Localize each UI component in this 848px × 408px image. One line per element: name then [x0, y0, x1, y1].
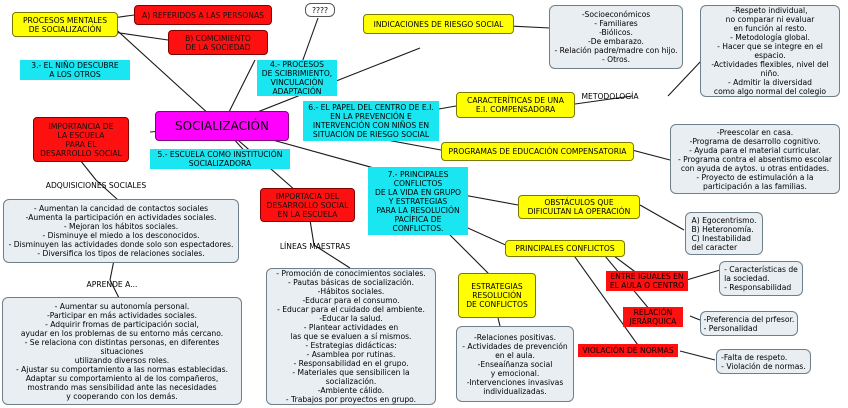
egocentrismo-node[interactable]: A) Egocentrismo. B) Heteronomía. C) Ines… [685, 212, 763, 255]
entre-iguales-node[interactable]: ENTRE IGUALES EN EL AULA O CENTRO [606, 271, 688, 291]
papel-centro-node[interactable]: 6.- EL PAPEL DEL CENTRO DE E.I. EN LA PR… [303, 101, 439, 141]
violacion-normas-node[interactable]: VIOLACIÓN DE NORMAS [578, 344, 678, 357]
adquisiciones-label: ADQUISICIONES SOCIALES [45, 180, 147, 190]
principales-conflictos-vida-node[interactable]: 7.- PRINCIPALES CONFLICTOS DE LA VIDA EN… [368, 167, 468, 235]
promocion-node[interactable]: - Promoción de conocimientos sociales. -… [266, 268, 436, 405]
caracteristicas-sociedad-node[interactable]: - Características de la sociedad. - Resp… [719, 261, 803, 296]
estrategias-node[interactable]: ESTRATEGIAS RESOLUCIÓN DE CONFLICTOS [458, 273, 536, 318]
obstaculos-node[interactable]: OBSTÁCULOS QUE DIFICULTAN LA OPERACIÓN [518, 195, 640, 219]
referidos-node[interactable]: A) REFERIDOS A LAS PERSONAS [134, 5, 272, 25]
relacion-jerarquica-node[interactable]: RELACIÓN JERÁRQUICA [623, 307, 683, 327]
relaciones-node[interactable]: -Relaciones positivas. - Actividades de … [456, 326, 574, 402]
lineas-maestras-label: LÍNEAS MAESTRAS [279, 241, 351, 251]
preescolar-node[interactable]: -Preescolar en casa. -Programa de desarr… [670, 124, 840, 194]
respeto-node[interactable]: -Respeto individual, no comparar ni eval… [700, 5, 840, 97]
aumentan-node[interactable]: - Aumentan la cancidad de contactos soci… [3, 199, 239, 263]
question-node[interactable]: ???? [305, 3, 335, 17]
nino-descubre-node[interactable]: 3.- EL NIÑO DESCUBRE A LOS OTROS [20, 60, 130, 80]
caracteristicas-node[interactable]: CARACTERÍTICAS DE UNA E.I. COMPENSADORA [456, 92, 575, 118]
socializacion-central-node[interactable]: SOCIALIZACIÓN [155, 111, 289, 141]
metodologia-label: METODOLOGÍA [581, 91, 639, 101]
importancia-desarrollo-node[interactable]: IMPORTACIA DEL DESARROLLO SOCIAL EN LA E… [260, 188, 355, 222]
escuela-institucion-node[interactable]: 5.- ESCUELA COMO INSTITUCIÓN SOCIALIZADO… [150, 149, 290, 169]
aprende-label: APRENDE A... [86, 279, 138, 289]
preferencia-node[interactable]: -Preferencia del prfesor. - Personalidad [700, 311, 798, 336]
principales-conflictos-node[interactable]: PRINCIPALES CONFLICTOS [505, 240, 625, 257]
falta-respeto-node[interactable]: -Falta de respeto. - Violación de normas… [716, 349, 811, 374]
importancia-escuela-node[interactable]: IMPORTANCIA DE LA ESCUELA PARA EL DESARR… [33, 117, 129, 162]
procesos-descubrimiento-node[interactable]: 4.- PROCESOS DE SCIBRIMIENTO, VINCULACIÓ… [257, 60, 337, 96]
conocimiento-node[interactable]: B) COMCIMIENTO DE LA SOCIEDAD [168, 30, 268, 55]
indicaciones-node[interactable]: INDICACIONES DE RIESGO SOCIAL [363, 14, 514, 34]
programas-node[interactable]: PROGRAMAS DE EDUCACIÓN COMPENSATORIA [441, 142, 634, 161]
socioeconomicos-node[interactable]: -Socioeconómicos - Familiares -Biólicos.… [549, 5, 683, 69]
aumentar-node[interactable]: - Aumentar su autonomía personal. -Parti… [2, 297, 242, 405]
procesos-mentales-node[interactable]: PROCESOS MENTALES DE SOCIALIZACIÓN [12, 12, 118, 37]
